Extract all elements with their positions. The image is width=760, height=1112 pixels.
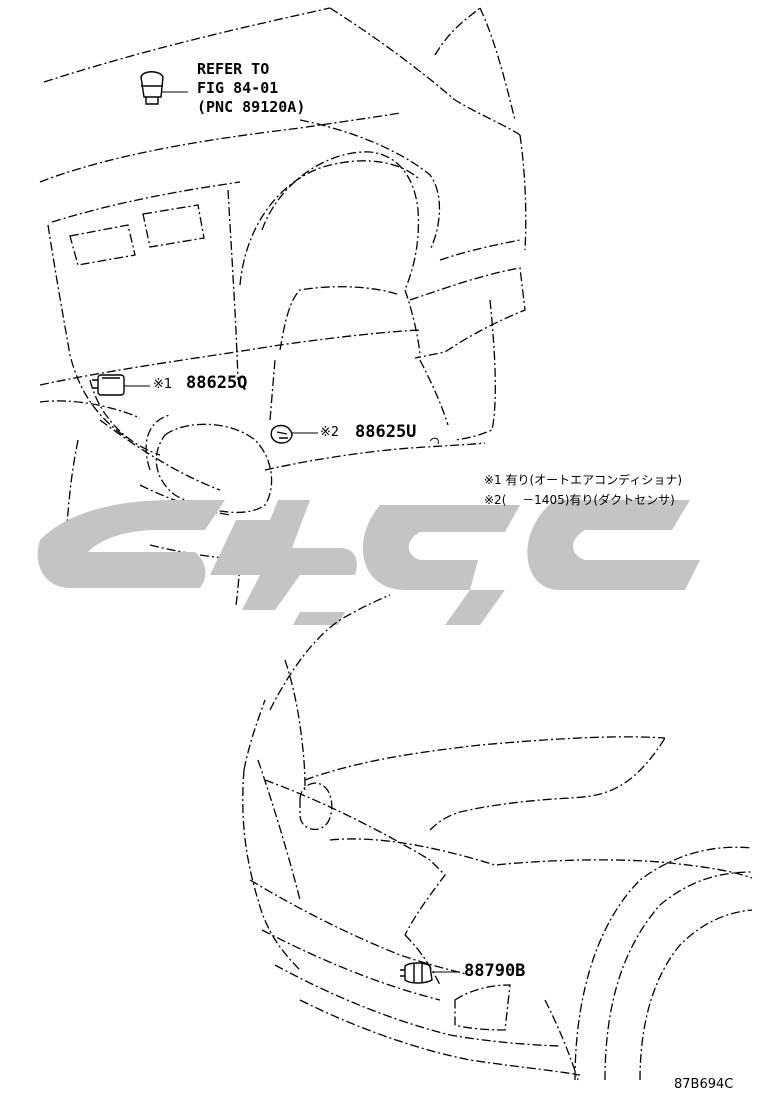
refer-note-line1: REFER TO bbox=[197, 60, 270, 78]
part-number-88790b[interactable]: 88790B bbox=[464, 961, 526, 981]
part-mark-1: ※1 bbox=[153, 377, 173, 392]
refer-note-line3: (PNC 89120A) bbox=[197, 98, 306, 116]
part-number-88625q[interactable]: 88625Q bbox=[186, 373, 248, 393]
watermark-logo bbox=[37, 500, 700, 625]
front-bumper-outline bbox=[242, 594, 753, 1081]
diagram-code: 87B694C bbox=[674, 1077, 734, 1092]
sensor-88625q-icon bbox=[92, 374, 150, 396]
part-number-88625u[interactable]: 88625U bbox=[355, 422, 417, 442]
refer-note-line2: FIG 84-01 bbox=[197, 79, 279, 97]
note-line-1: ※1 有り(オートエアコンディショナ) bbox=[484, 473, 683, 487]
bulb-icon bbox=[140, 71, 188, 105]
sensor-88790b-icon bbox=[400, 962, 460, 984]
dashboard-outline bbox=[39, 7, 527, 606]
sensor-88625u-icon bbox=[270, 424, 439, 445]
part-mark-2: ※2 bbox=[320, 425, 340, 440]
note-line-2: ※2( －1405)有り(ダクトセンサ) bbox=[484, 493, 675, 507]
